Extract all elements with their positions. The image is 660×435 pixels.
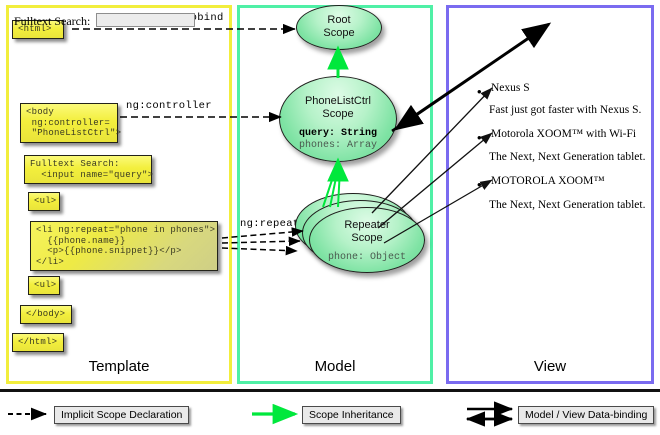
- view-item-snippet-2: The Next, Next Generation tablet.: [489, 199, 646, 211]
- legend-divider: [0, 389, 660, 392]
- template-box-ul-open[interactable]: <ul>: [28, 192, 60, 211]
- template-box-html-close[interactable]: </html>: [12, 333, 64, 352]
- template-box-body-close[interactable]: </body>: [20, 305, 72, 324]
- template-box-li-repeat[interactable]: <li ng:repeat="phone in phones"> {{phone…: [30, 221, 218, 271]
- template-box-ul-close[interactable]: <ul>: [28, 276, 60, 295]
- scope-repeater[interactable]: Repeater Scope phone: Object: [309, 207, 425, 273]
- scope-root[interactable]: Root Scope: [296, 5, 382, 50]
- view-item-name-0: Nexus S: [491, 82, 530, 94]
- view-bullet-1: •: [477, 130, 482, 145]
- inheritance-repeater-to-phonelistctrl: [322, 157, 349, 208]
- view-item-name-1: Motorola XOOM™ with Wi-Fi: [491, 128, 637, 140]
- column-label-model: Model: [314, 358, 356, 375]
- legend-item-scope-inheritance: Scope Inheritance: [302, 406, 401, 424]
- label-ng-repeat: ng:repeat: [240, 218, 300, 230]
- view-item-snippet-0: Fast just got faster with Nexus S.: [489, 104, 642, 116]
- column-model: Model: [237, 5, 433, 384]
- template-box-body-open[interactable]: <body ng:controller= "PhoneListCtrl">: [20, 103, 121, 143]
- databinding-query-to-search-input: [391, 22, 552, 133]
- view-search-label: Fulltext Search:: [14, 14, 91, 28]
- legend-item-model-view-data-binding: Model / View Data-binding: [518, 406, 655, 424]
- databinding-repeater-to-view-items: [371, 87, 493, 244]
- label-ng-controller: ng:controller: [126, 100, 212, 112]
- column-view: View: [446, 5, 654, 384]
- column-label-template: Template: [88, 358, 150, 375]
- template-box-html-open[interactable]: <html>: [12, 20, 64, 39]
- legend-item-implicit-scope-declaration: Implicit Scope Declaration: [54, 406, 190, 424]
- view-bullet-0: •: [477, 84, 482, 99]
- view-item-name-2: MOTOROLA XOOM™: [491, 175, 605, 187]
- view-search-input[interactable]: [96, 13, 195, 27]
- connector-ng-repeat: [221, 227, 304, 256]
- view-item-snippet-1: The Next, Next Generation tablet.: [489, 151, 646, 163]
- template-box-fulltext-search[interactable]: Fulltext Search: <input name="query">: [24, 155, 153, 184]
- column-label-view: View: [533, 358, 567, 375]
- view-bullet-2: •: [477, 177, 482, 192]
